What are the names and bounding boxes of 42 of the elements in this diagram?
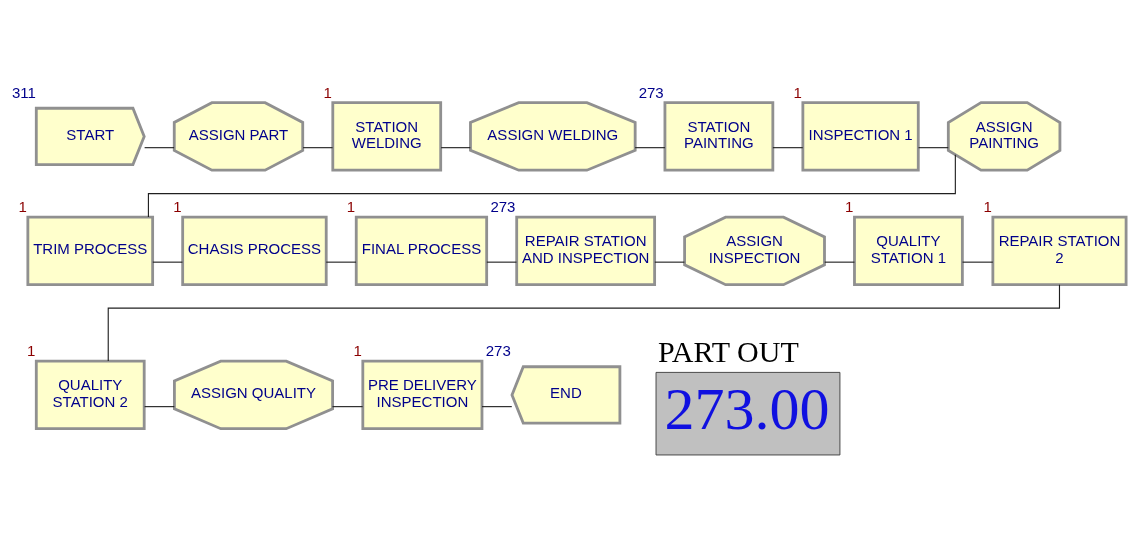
node-label: 1 bbox=[793, 83, 802, 101]
node-box: TRIM PROCESS bbox=[26, 215, 155, 287]
node-box: QUALITY STATION 1 bbox=[853, 215, 964, 287]
node-box: FINAL PROCESS bbox=[354, 215, 489, 287]
connector bbox=[144, 147, 175, 149]
connector bbox=[481, 406, 513, 408]
connector bbox=[440, 147, 471, 149]
connector bbox=[824, 261, 856, 263]
connector bbox=[917, 147, 949, 149]
connector bbox=[144, 406, 175, 408]
node-box: INSPECTION 1 bbox=[801, 101, 920, 172]
node-label: 1 bbox=[353, 342, 362, 360]
connector bbox=[325, 261, 357, 263]
connector bbox=[486, 261, 518, 263]
connector bbox=[961, 261, 994, 263]
node-label: 1 bbox=[983, 198, 992, 216]
node-box: CHASIS PROCESS bbox=[181, 215, 328, 287]
connector bbox=[107, 284, 1061, 362]
connector bbox=[772, 147, 804, 149]
node-label: 273 bbox=[638, 83, 664, 101]
node-box: REPAIR STATION AND INSPECTION bbox=[515, 215, 657, 287]
node-label: 311 bbox=[11, 83, 36, 101]
connector bbox=[331, 406, 364, 408]
node-label: 1 bbox=[323, 83, 332, 101]
connector bbox=[152, 261, 184, 263]
node-label: 273 bbox=[490, 198, 516, 216]
node-box: REPAIR STATION 2 bbox=[991, 215, 1128, 287]
node-box: QUALITY STATION 2 bbox=[34, 359, 146, 431]
node-box: STATION WELDING bbox=[331, 101, 443, 172]
node-label: PART OUT bbox=[657, 334, 799, 368]
connector bbox=[147, 154, 956, 218]
node-label: 1 bbox=[346, 198, 356, 216]
node-box: PRE DELIVERY INSPECTION bbox=[361, 359, 484, 431]
node-label: 273 bbox=[485, 342, 511, 360]
node-box: STATION PAINTING bbox=[663, 101, 775, 172]
connector bbox=[634, 147, 666, 149]
node-label: 1 bbox=[18, 198, 27, 216]
node-label: 1 bbox=[845, 198, 854, 216]
connector bbox=[302, 147, 334, 149]
node-label: 1 bbox=[173, 198, 182, 216]
node-label: 1 bbox=[26, 342, 36, 360]
connector bbox=[654, 261, 685, 263]
